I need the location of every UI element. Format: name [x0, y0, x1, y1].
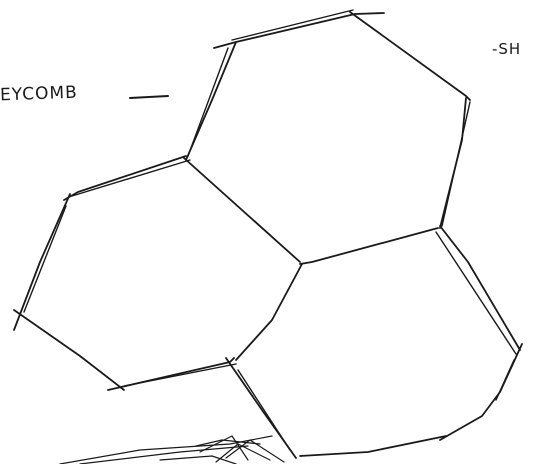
- honeycomb-label: EYCOMB: [0, 83, 78, 106]
- scribble-lines: [60, 436, 284, 464]
- label-dash: [130, 96, 168, 98]
- hexagon-top: [184, 10, 470, 264]
- hexagon-left: [14, 156, 302, 390]
- side-label: -SH: [492, 40, 521, 58]
- hexagon-bottom-right: [226, 226, 522, 458]
